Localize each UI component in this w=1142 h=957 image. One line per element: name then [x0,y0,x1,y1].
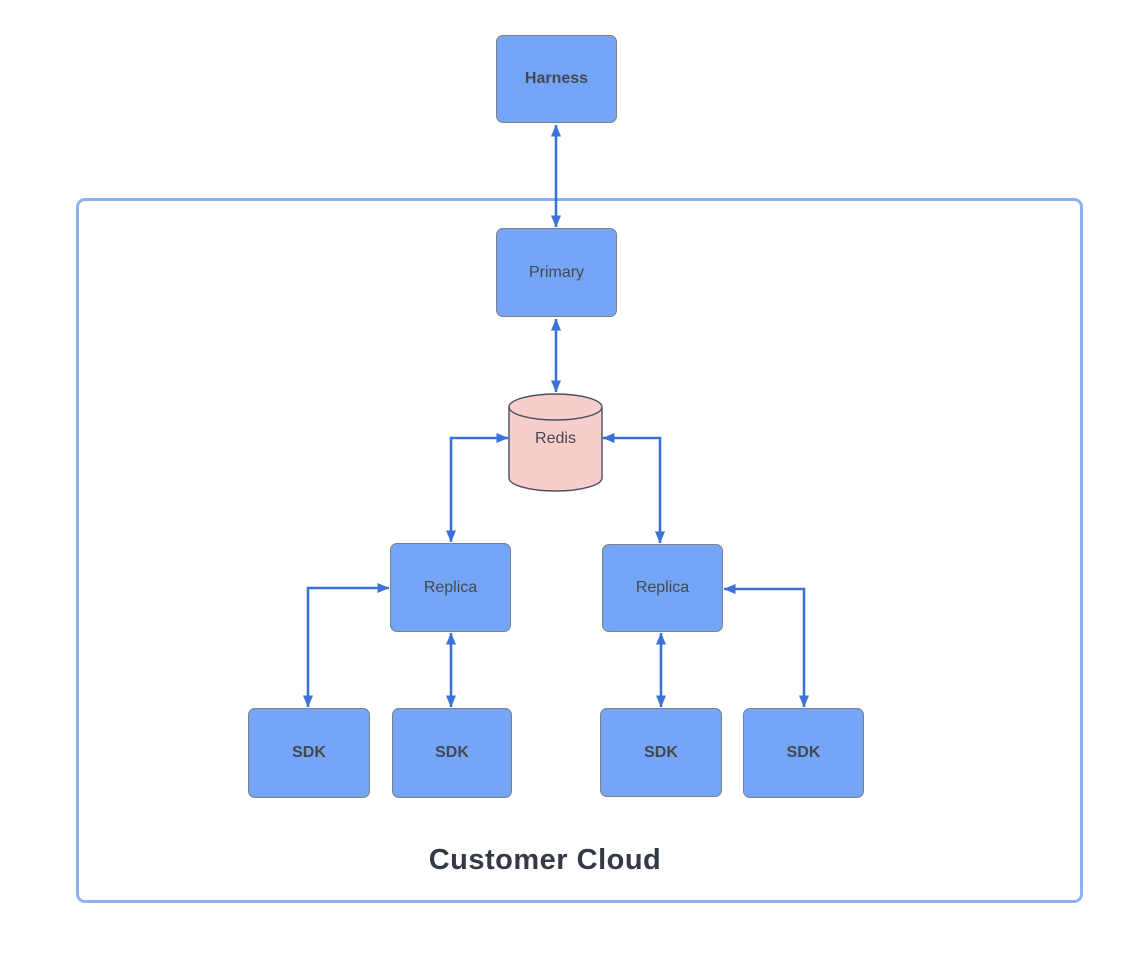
node-redis-label: Redis [535,430,576,447]
node-sdk-3: SDK [600,708,722,797]
customer-cloud-title: Customer Cloud [428,844,662,876]
node-sdk-4: SDK [743,708,864,798]
node-primary: Primary [496,228,617,317]
node-replica-left-label: Replica [423,578,478,596]
node-sdk-2-label: SDK [435,744,469,761]
node-harness-label: Harness [524,70,589,87]
node-harness: Harness [496,35,617,123]
node-primary-label: Primary [528,263,585,281]
node-replica-left: Replica [390,543,511,632]
node-sdk-4-label: SDK [786,744,821,761]
node-sdk-1: SDK [248,708,370,798]
customer-cloud-container [76,198,1083,903]
node-replica-right: Replica [602,544,723,632]
node-replica-right-label: Replica [635,579,690,596]
node-sdk-3-label: SDK [644,743,678,761]
node-sdk-2: SDK [392,708,512,798]
node-sdk-1-label: SDK [292,744,326,761]
